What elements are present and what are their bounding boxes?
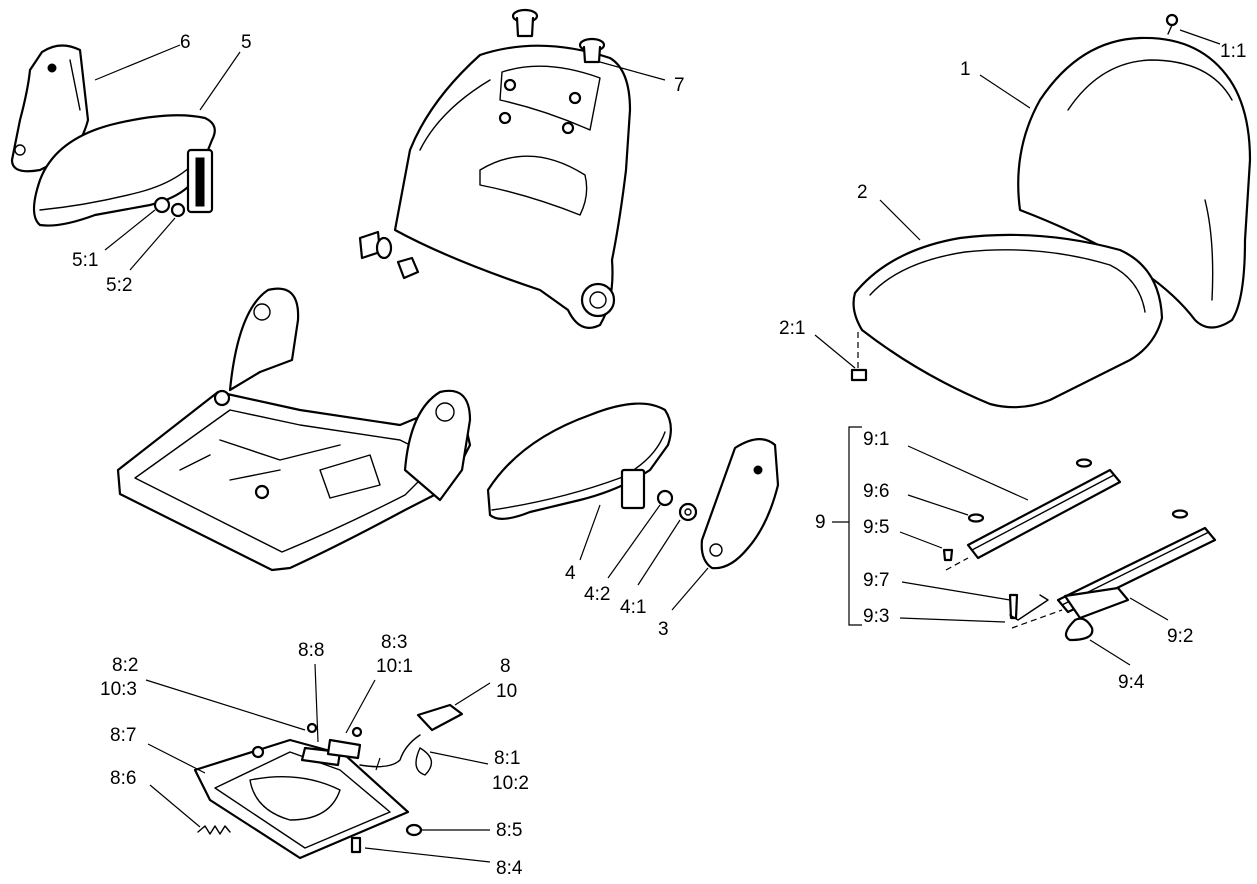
label-5-2: 5:2 xyxy=(106,275,132,296)
label-3: 3 xyxy=(658,619,669,640)
label-8-5: 8:5 xyxy=(496,820,522,841)
label-8-4: 8:4 xyxy=(496,858,523,879)
label-10-3: 10:3 xyxy=(100,679,137,700)
part-2-seat-cushion xyxy=(850,233,1164,409)
label-1: 1 xyxy=(960,59,971,80)
label-8-7: 8:7 xyxy=(110,725,136,746)
part-4-armrest-right xyxy=(486,402,698,522)
label-9-4: 9:4 xyxy=(1118,672,1145,693)
label-10-1: 10:1 xyxy=(376,656,413,677)
label-5: 5 xyxy=(241,32,252,53)
callout-labels: 6 5 5:1 5:2 7 1 1:1 2 2:1 4 4:2 4:1 3 9:… xyxy=(72,32,1246,879)
part-1-backrest-cushion xyxy=(1017,13,1252,329)
label-4: 4 xyxy=(565,563,576,584)
label-10: 10 xyxy=(496,681,517,702)
label-8-6: 8:6 xyxy=(110,768,136,789)
label-9-3: 9:3 xyxy=(863,606,889,627)
label-9-1: 9:1 xyxy=(863,429,889,450)
label-2: 2 xyxy=(857,182,868,203)
leader-lines xyxy=(94,29,1221,863)
label-2-1: 2:1 xyxy=(779,318,805,339)
label-8-1: 8:1 xyxy=(494,748,520,769)
label-4-1: 4:1 xyxy=(620,597,646,618)
label-7: 7 xyxy=(674,75,685,96)
part-6-armrest-cover-left xyxy=(10,44,90,173)
label-4-2: 4:2 xyxy=(584,584,610,605)
label-9-6: 9:6 xyxy=(863,481,889,502)
label-9: 9 xyxy=(815,512,826,533)
seat-base-frame xyxy=(116,287,472,572)
part-8-switch-plate-assembly xyxy=(193,703,464,860)
part-7-backrest-frame xyxy=(358,8,632,329)
label-8-8: 8:8 xyxy=(298,640,324,661)
label-10-2: 10:2 xyxy=(492,773,529,794)
label-8-3: 8:3 xyxy=(381,632,407,653)
label-9-2: 9:2 xyxy=(1167,626,1193,647)
label-9-7: 9:7 xyxy=(863,570,889,591)
label-5-1: 5:1 xyxy=(72,250,98,271)
part-5-armrest-left xyxy=(32,114,216,227)
part-9-slide-rails xyxy=(832,426,1217,642)
part-3-armrest-cover-right xyxy=(700,438,780,570)
label-8: 8 xyxy=(500,656,511,677)
label-6: 6 xyxy=(180,32,191,53)
label-8-2: 8:2 xyxy=(112,655,138,676)
label-9-5: 9:5 xyxy=(863,517,889,538)
label-1-1: 1:1 xyxy=(1220,41,1246,62)
